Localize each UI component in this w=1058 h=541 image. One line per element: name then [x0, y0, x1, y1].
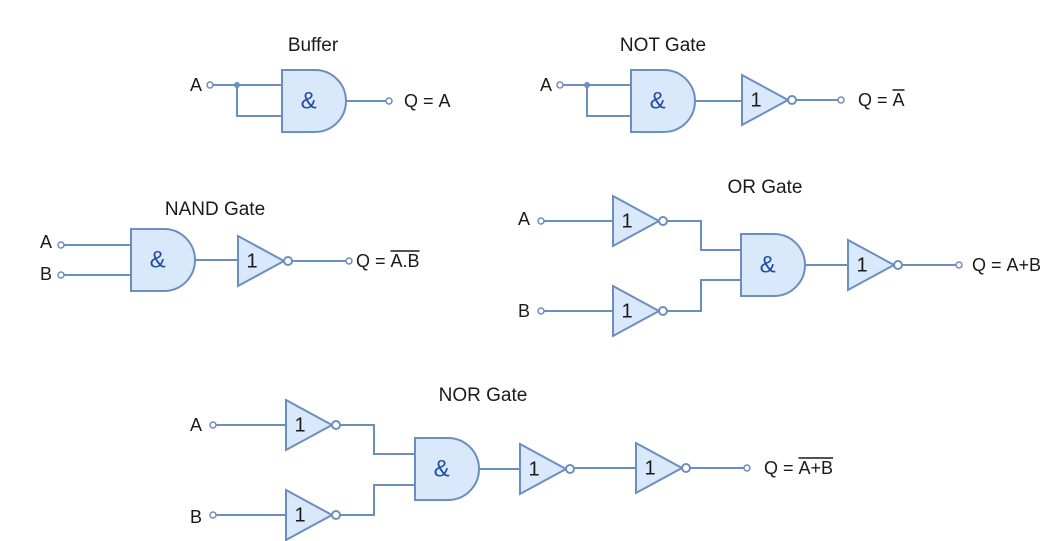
- inversion-bubble: [658, 216, 668, 226]
- wire: [667, 279, 741, 312]
- input-label-b: B: [518, 301, 530, 321]
- terminal: [537, 217, 545, 225]
- wire: [340, 424, 415, 455]
- output-prefix: Q =: [764, 458, 799, 478]
- wire: [340, 484, 415, 516]
- terminal: [385, 97, 393, 105]
- not-gate-body: [612, 194, 662, 248]
- terminal: [206, 81, 214, 89]
- inversion-bubble: [658, 306, 668, 316]
- not-gate-body: [635, 441, 685, 495]
- not-gate-body: [285, 488, 335, 541]
- and-gate-body: [740, 233, 806, 297]
- inversion-bubble: [681, 463, 691, 473]
- and-gate-body: [281, 69, 347, 133]
- terminal: [209, 421, 217, 429]
- not-gate-symbol: 1: [644, 457, 655, 479]
- not-gate-body: [741, 73, 791, 127]
- not-gate-symbol: 1: [750, 89, 761, 111]
- and-gate-body: [630, 69, 696, 133]
- output-label: Q = A: [404, 91, 451, 111]
- input-label-a: A: [190, 415, 202, 435]
- terminal: [537, 307, 545, 315]
- buffer-title: Buffer: [288, 35, 339, 56]
- not-gate-body: [285, 398, 335, 452]
- not-gate-symbol: 1: [246, 250, 257, 272]
- terminal: [57, 271, 65, 279]
- output-prefix: Q =: [404, 91, 439, 111]
- output-expression: A: [893, 90, 905, 110]
- inversion-bubble: [893, 260, 903, 270]
- not-gate-body: [519, 442, 569, 496]
- terminal: [743, 464, 751, 472]
- output-label: Q = A: [858, 90, 905, 110]
- inversion-bubble: [283, 256, 293, 266]
- not-gate-body: [237, 234, 287, 288]
- input-label-a: A: [540, 75, 552, 95]
- wire: [236, 85, 282, 117]
- terminal: [556, 81, 564, 89]
- output-expression: A.B: [391, 251, 420, 271]
- not-gate-symbol: 1: [621, 300, 632, 322]
- inversion-bubble: [331, 420, 341, 430]
- output-expression: A: [439, 91, 451, 111]
- and-gate-symbol: &: [150, 246, 166, 273]
- wire: [667, 220, 741, 251]
- output-expression: A+B: [1007, 255, 1042, 275]
- junction-dot: [234, 82, 240, 88]
- input-label-b: B: [40, 264, 52, 284]
- not-gate-symbol: 1: [294, 414, 305, 436]
- output-label: Q = A+B: [972, 255, 1041, 275]
- nand-gate-title: NAND Gate: [165, 199, 265, 220]
- not-gate-body: [612, 284, 662, 338]
- terminal: [209, 511, 217, 519]
- not-gate-title: NOT Gate: [620, 35, 706, 56]
- not-gate-symbol: 1: [621, 210, 632, 232]
- wire: [586, 85, 631, 117]
- not-gate-symbol: 1: [528, 458, 539, 480]
- terminal: [57, 241, 65, 249]
- input-label-a: A: [40, 232, 52, 252]
- junction-dot: [584, 82, 590, 88]
- not-gate-symbol: 1: [856, 254, 867, 276]
- or-gate-title: OR Gate: [728, 177, 803, 198]
- terminal: [955, 261, 963, 269]
- inversion-bubble: [787, 95, 797, 105]
- not-gate-symbol: 1: [294, 504, 305, 526]
- not-gate-body: [847, 238, 897, 292]
- inversion-bubble: [565, 464, 575, 474]
- output-label: Q = A+B: [764, 458, 833, 478]
- input-label-b: B: [190, 507, 202, 527]
- and-gate-symbol: &: [650, 87, 666, 114]
- input-label-a: A: [190, 75, 202, 95]
- output-prefix: Q =: [972, 255, 1007, 275]
- and-gate-body: [414, 437, 480, 501]
- input-label-a: A: [518, 209, 530, 229]
- and-gate-symbol: &: [301, 87, 317, 114]
- inversion-bubble: [331, 510, 341, 520]
- and-gate-body: [130, 228, 196, 292]
- nor-gate-title: NOR Gate: [439, 385, 528, 406]
- output-expression: A+B: [799, 458, 834, 478]
- and-gate-symbol: &: [760, 251, 776, 278]
- output-prefix: Q =: [858, 90, 893, 110]
- output-label: Q = A.B: [356, 251, 420, 271]
- terminal: [345, 257, 353, 265]
- terminal: [837, 96, 845, 104]
- output-prefix: Q =: [356, 251, 391, 271]
- and-gate-symbol: &: [434, 455, 450, 482]
